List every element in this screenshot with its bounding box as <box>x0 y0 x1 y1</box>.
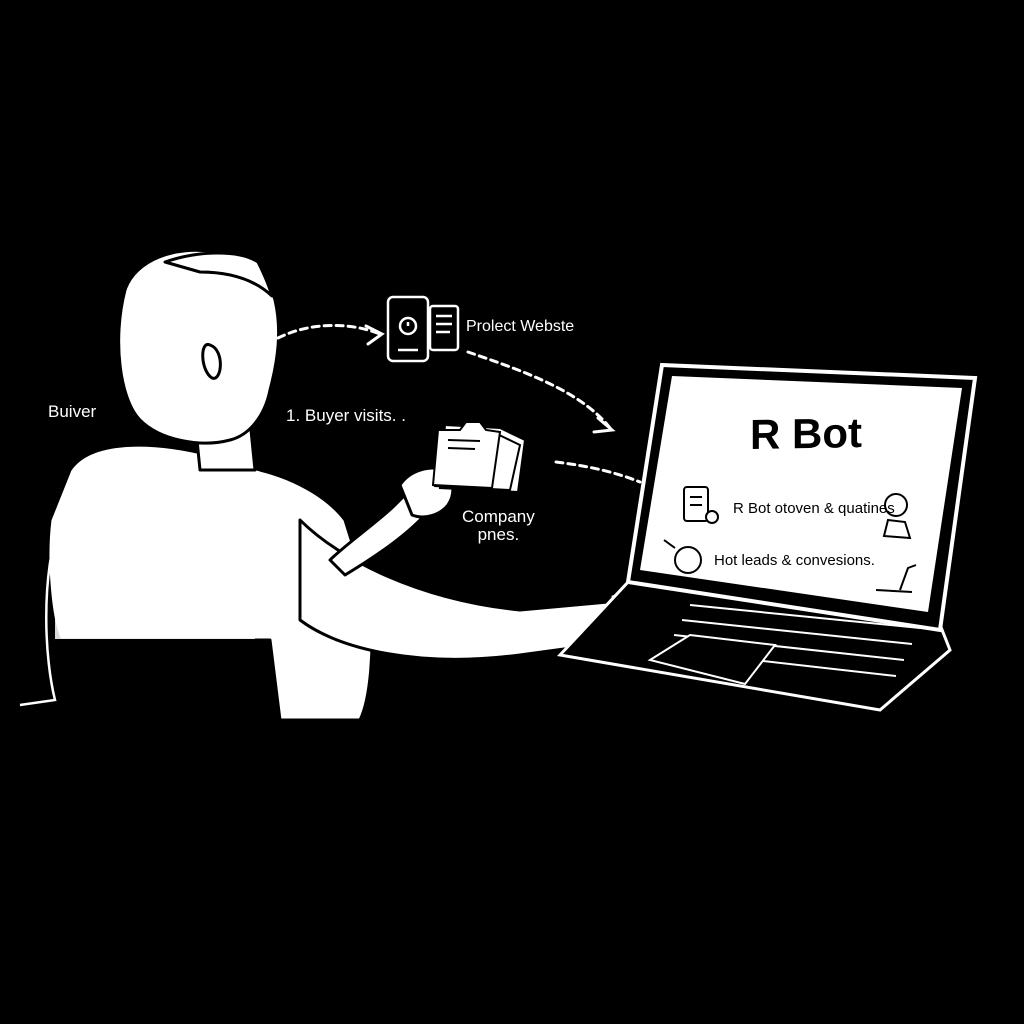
company-files-icon <box>431 421 527 494</box>
screen-title: R Bot <box>750 409 862 458</box>
laptop-screen <box>640 376 962 612</box>
step-label: 1. Buyer visits. . <box>286 406 406 425</box>
project-website-label: Prolect Webste <box>466 318 575 335</box>
buyer-hair <box>163 251 274 298</box>
screen-lead-icon <box>663 539 702 574</box>
laptop <box>557 362 978 712</box>
project-website-icon <box>386 295 460 363</box>
arrow-head-to-website <box>276 323 382 340</box>
buyer-label: Buiver <box>48 402 97 421</box>
screen-line-1: R Bot otoven & quatines <box>733 500 895 517</box>
trackpad <box>647 633 777 686</box>
screen-robot-icon <box>882 493 912 540</box>
flow-arrows <box>276 323 642 484</box>
screen-growth-chart-icon <box>875 564 917 593</box>
company-label-line2: pnes. <box>477 525 520 544</box>
shirt-fade-band <box>55 615 255 639</box>
company-label-line1: Company <box>462 507 535 526</box>
company-files-label: Company pnes. <box>462 508 535 544</box>
arrow-website-to-laptop <box>466 350 612 430</box>
chair-outline <box>19 519 62 707</box>
buyer-ear <box>201 343 222 380</box>
arrow-heads <box>364 324 616 434</box>
arrow-files-to-laptop <box>554 460 642 484</box>
screen-doc-icon <box>683 486 719 524</box>
screen-line-2: Hot leads & convesions. <box>714 552 875 569</box>
